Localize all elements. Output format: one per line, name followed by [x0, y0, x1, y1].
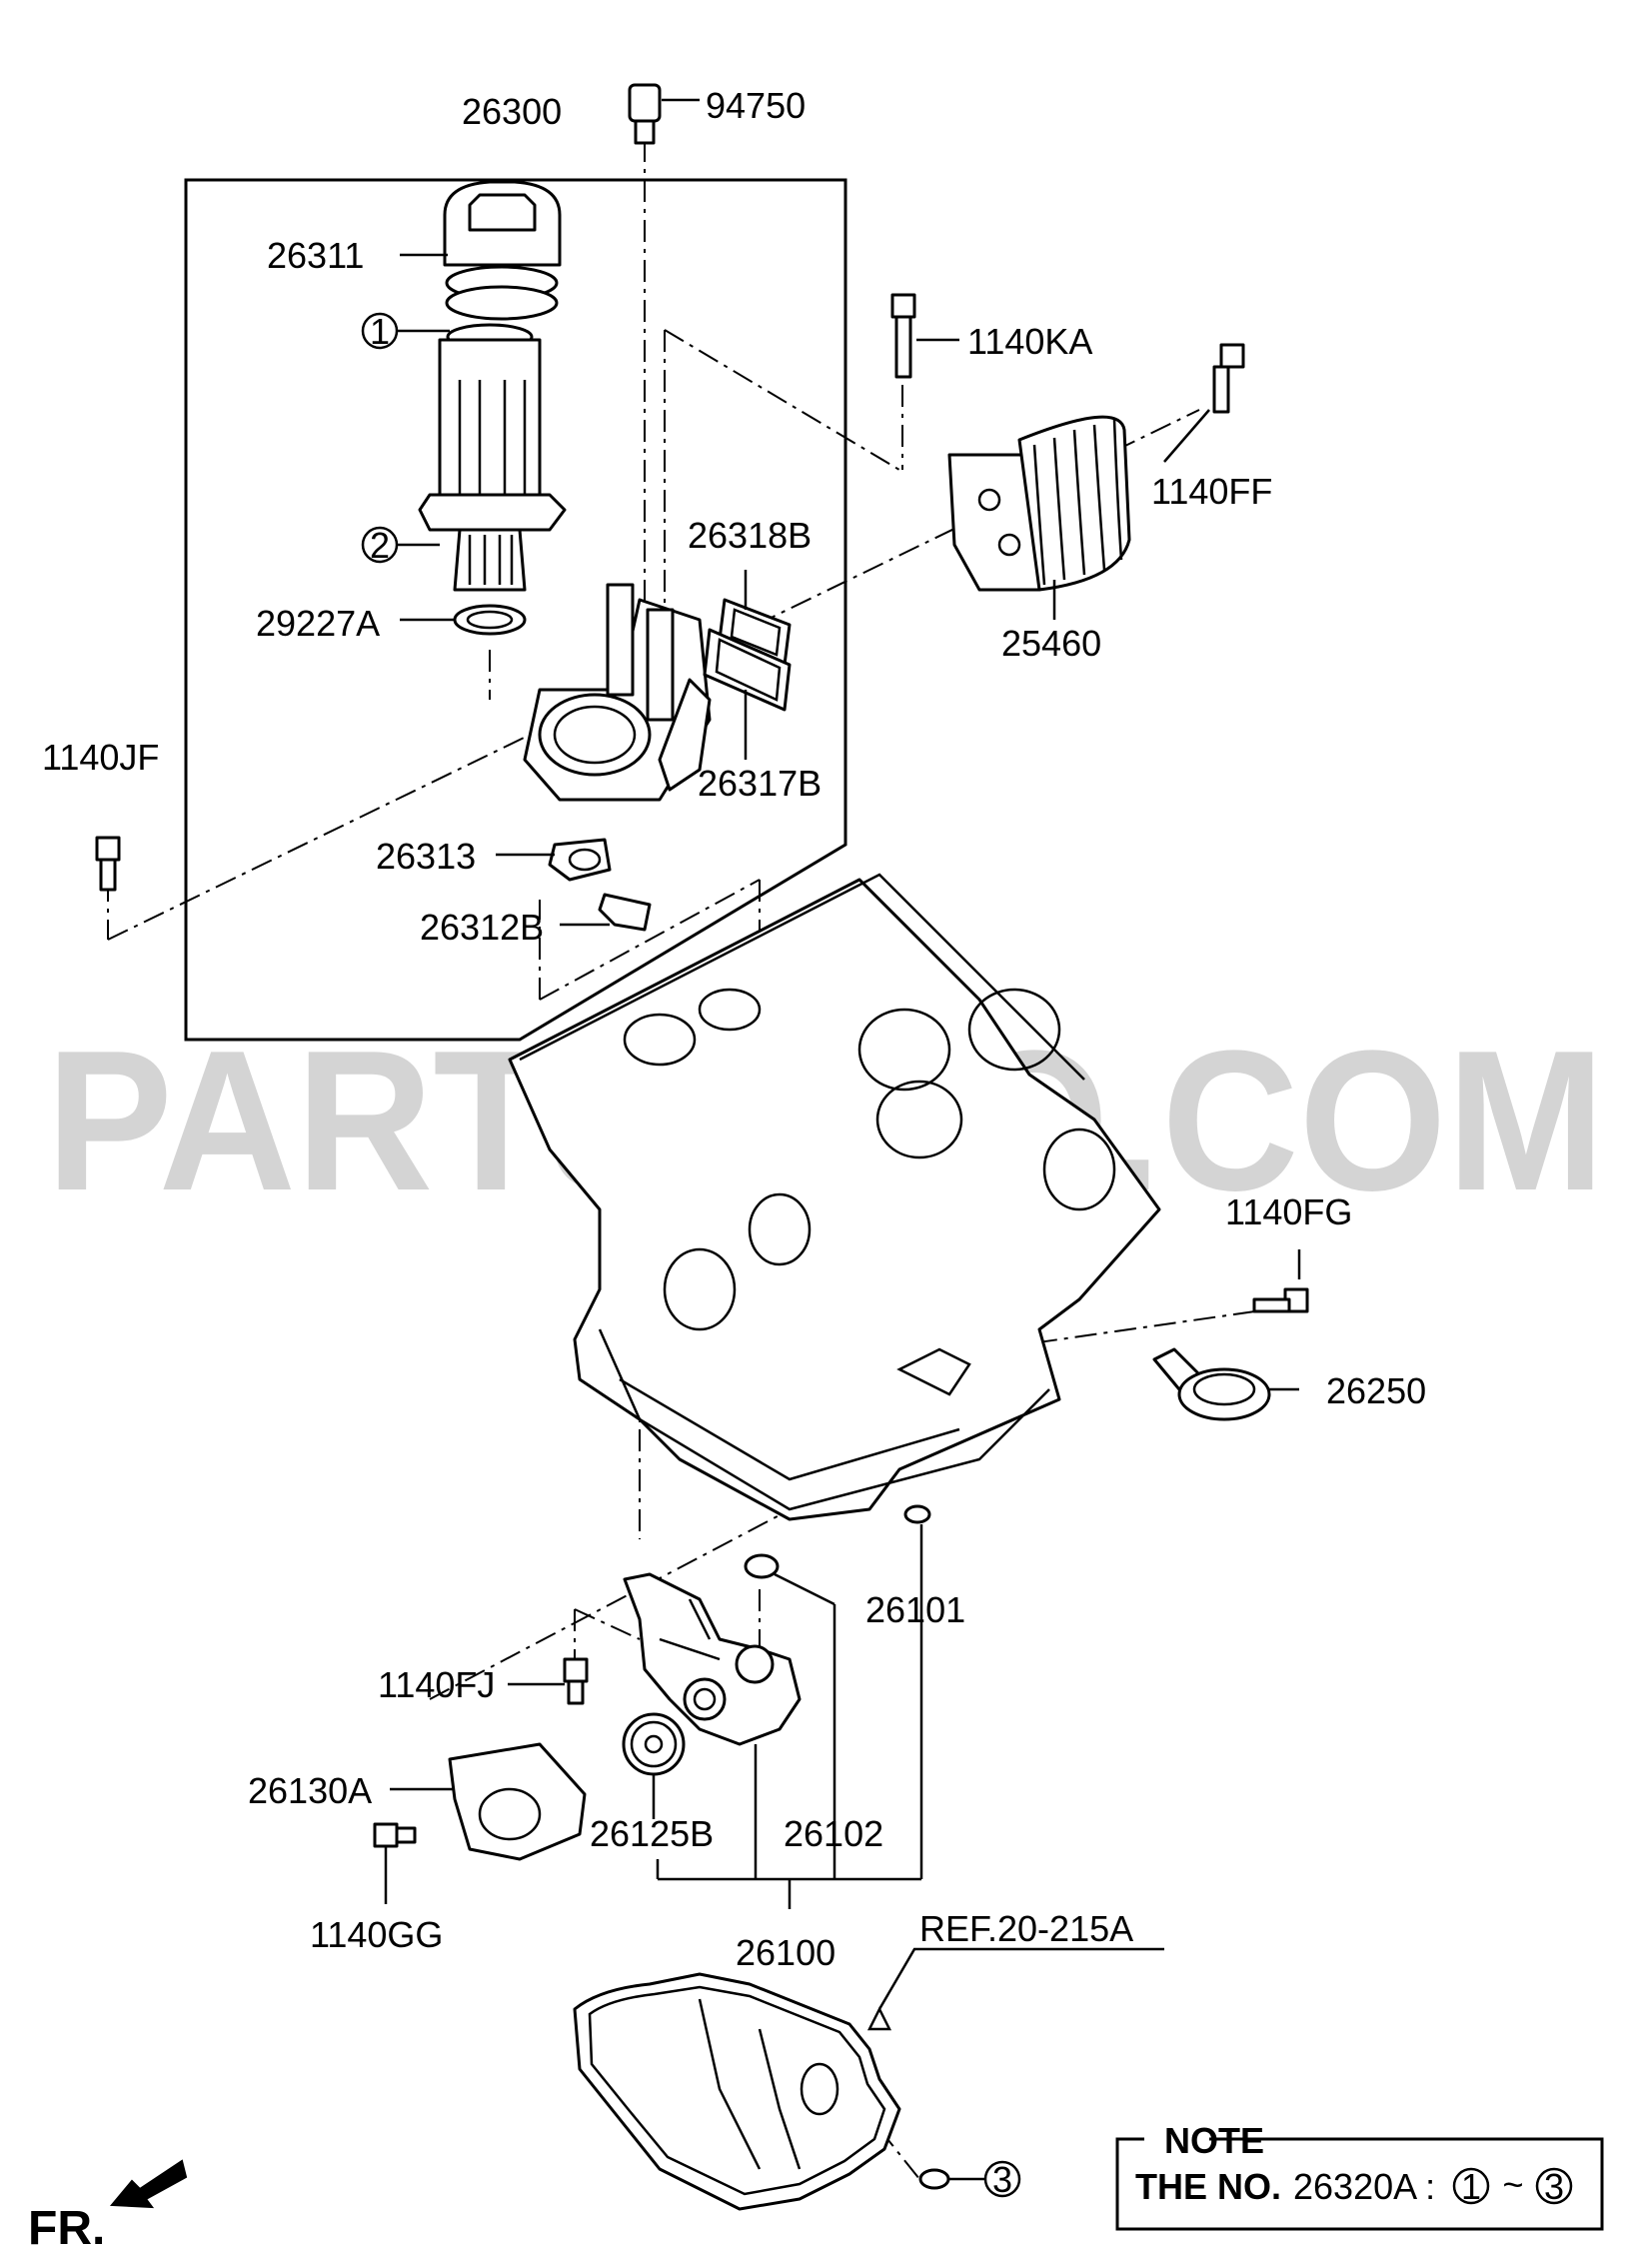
label-26130A: 26130A — [248, 1770, 372, 1811]
label-1140KA: 1140KA — [967, 321, 1092, 362]
label-29227A: 29227A — [256, 603, 380, 644]
bolt-1140FJ — [563, 1657, 589, 1705]
label-25460: 25460 — [1001, 623, 1101, 664]
oil-pan — [573, 1972, 901, 2211]
front-arrow-icon — [109, 2159, 188, 2209]
label-26313: 26313 — [376, 836, 476, 877]
bolt-1140KA — [890, 293, 916, 379]
o-ring-26102 — [744, 1553, 780, 1579]
bolt-1140FG — [1252, 1287, 1309, 1313]
note-from: 1 — [1461, 2166, 1481, 2207]
bolt-1140JF — [95, 836, 121, 892]
label-1140FG: 1140FG — [1225, 1191, 1352, 1232]
callout-3: 3 — [983, 2159, 1021, 2200]
seal-26312B — [598, 893, 652, 932]
label-26300: 26300 — [462, 91, 562, 132]
label-ref: REF.20-215A — [919, 1908, 1133, 1949]
gasket-29227A — [453, 604, 527, 636]
oil-pump-cover — [448, 1742, 587, 1861]
oil-cooler — [947, 415, 1131, 592]
note-box: NOTE THE NO. 26320A : 1 ~ 3 — [1115, 2120, 1604, 2231]
note-part: 26320A : — [1293, 2166, 1435, 2207]
seal-26313 — [548, 838, 612, 882]
label-26318B: 26318B — [688, 515, 812, 556]
note-title: NOTE — [1164, 2120, 1264, 2161]
oil-pump — [623, 1572, 802, 1746]
label-1140FJ: 1140FJ — [378, 1664, 495, 1705]
svg-text:1: 1 — [370, 311, 390, 352]
o-ring-26101 — [903, 1504, 931, 1524]
oil-filter-cap — [443, 180, 562, 321]
label-26317B: 26317B — [698, 763, 822, 804]
label-26312B: 26312B — [420, 907, 544, 948]
bolt-1140GG — [373, 1822, 417, 1848]
label-1140FF: 1140FF — [1151, 471, 1272, 512]
label-1140JF: 1140JF — [42, 737, 159, 778]
engine-block — [508, 873, 1161, 1521]
front-label: FR. — [28, 2202, 105, 2255]
leader-lines — [384, 98, 1301, 2181]
label-26250: 26250 — [1326, 1370, 1426, 1411]
note-prefix: THE NO. — [1135, 2166, 1281, 2207]
filter-assembly-frame — [184, 178, 847, 1042]
label-26125B: 26125B — [590, 1813, 714, 1854]
front-direction-marker: FR. — [28, 2159, 188, 2255]
note-tilde: ~ — [1502, 2164, 1523, 2205]
oil-pressure-switch — [628, 83, 662, 145]
o-ring-2 — [453, 528, 527, 592]
svg-text:3: 3 — [992, 2159, 1012, 2200]
oil-filter-element — [418, 338, 567, 532]
svg-text:2: 2 — [370, 525, 390, 566]
callout-2: 2 — [361, 525, 399, 566]
gasket-26317B — [703, 628, 792, 712]
oil-pump-sprocket — [622, 1712, 686, 1776]
oil-strainer — [1152, 1347, 1271, 1421]
note-to: 3 — [1544, 2166, 1564, 2207]
label-26102: 26102 — [784, 1813, 883, 1854]
label-26311: 26311 — [267, 235, 364, 276]
bolt-1140FF — [1212, 343, 1245, 414]
label-94750: 94750 — [706, 85, 806, 126]
label-26100: 26100 — [736, 1932, 835, 1973]
label-26101: 26101 — [865, 1589, 965, 1630]
oil-filter-housing — [523, 583, 712, 802]
label-1140GG: 1140GG — [310, 1914, 443, 1955]
callout-1: 1 — [361, 311, 399, 352]
drain-plug-washer — [918, 2168, 950, 2190]
